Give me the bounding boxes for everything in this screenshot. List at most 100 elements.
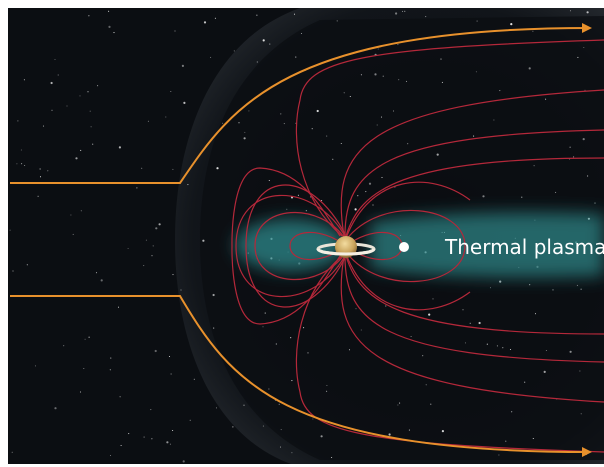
star xyxy=(170,373,172,375)
star xyxy=(222,122,224,124)
star xyxy=(410,335,412,338)
star xyxy=(569,10,572,12)
star xyxy=(376,124,378,126)
star xyxy=(521,196,523,198)
field-line xyxy=(231,167,341,247)
star xyxy=(39,176,42,178)
star xyxy=(183,101,186,104)
star xyxy=(189,419,191,421)
star xyxy=(380,116,383,118)
star xyxy=(496,345,498,347)
star xyxy=(214,17,216,19)
star xyxy=(87,91,89,93)
star xyxy=(381,176,383,179)
star xyxy=(499,280,502,283)
star xyxy=(92,143,94,145)
star xyxy=(84,338,86,340)
field-line xyxy=(345,157,604,237)
star xyxy=(397,404,399,406)
star xyxy=(63,345,65,347)
star xyxy=(108,10,110,12)
solar-wind-line-upper xyxy=(10,23,592,184)
star xyxy=(475,71,477,73)
field-line xyxy=(340,89,604,237)
star xyxy=(348,349,351,351)
star xyxy=(399,402,401,404)
star xyxy=(478,321,481,325)
star xyxy=(407,143,409,145)
star xyxy=(365,191,367,193)
star xyxy=(297,194,299,196)
star xyxy=(119,396,121,398)
star xyxy=(166,441,169,444)
star xyxy=(360,74,362,76)
star xyxy=(532,30,534,32)
star xyxy=(511,411,513,413)
star xyxy=(320,435,323,438)
star xyxy=(182,460,185,463)
star xyxy=(326,384,328,387)
star xyxy=(268,179,270,182)
star xyxy=(51,109,53,111)
star xyxy=(80,210,82,212)
star xyxy=(172,168,174,170)
star xyxy=(377,48,379,50)
star xyxy=(505,440,507,442)
star xyxy=(583,46,585,49)
star xyxy=(577,56,579,58)
star xyxy=(17,120,19,122)
field-line xyxy=(295,255,604,453)
star xyxy=(213,327,215,329)
star xyxy=(311,128,313,130)
star xyxy=(165,116,167,118)
star xyxy=(243,404,245,406)
star xyxy=(587,175,589,177)
star xyxy=(54,58,56,61)
star xyxy=(430,403,432,405)
star xyxy=(47,170,49,172)
star xyxy=(39,168,41,170)
star xyxy=(305,210,307,212)
star xyxy=(368,182,372,185)
star xyxy=(80,149,82,151)
star xyxy=(90,126,92,128)
star xyxy=(75,157,78,160)
star xyxy=(332,158,334,160)
star xyxy=(486,343,488,345)
star xyxy=(66,105,68,107)
saturn xyxy=(316,236,376,258)
star xyxy=(187,184,189,186)
star xyxy=(291,380,293,382)
star xyxy=(143,265,145,267)
star xyxy=(151,438,153,440)
star xyxy=(580,288,582,290)
star xyxy=(326,135,328,137)
star xyxy=(509,348,512,351)
star xyxy=(395,12,398,15)
star xyxy=(280,429,282,431)
star xyxy=(280,113,282,115)
star xyxy=(70,214,72,216)
star xyxy=(374,73,377,76)
star xyxy=(113,32,115,34)
field-line xyxy=(345,253,471,311)
star xyxy=(210,56,212,58)
star xyxy=(151,255,153,257)
star xyxy=(464,342,467,344)
star xyxy=(312,418,314,420)
star xyxy=(54,407,57,410)
star xyxy=(262,39,265,42)
star xyxy=(331,456,333,459)
star xyxy=(117,306,120,308)
field-line xyxy=(345,209,466,283)
field-line xyxy=(345,255,604,335)
star xyxy=(293,13,296,15)
star xyxy=(154,349,157,353)
star xyxy=(72,233,74,235)
star xyxy=(89,110,91,112)
star xyxy=(291,452,293,454)
star xyxy=(493,119,495,121)
star xyxy=(172,429,174,432)
star xyxy=(385,305,387,307)
